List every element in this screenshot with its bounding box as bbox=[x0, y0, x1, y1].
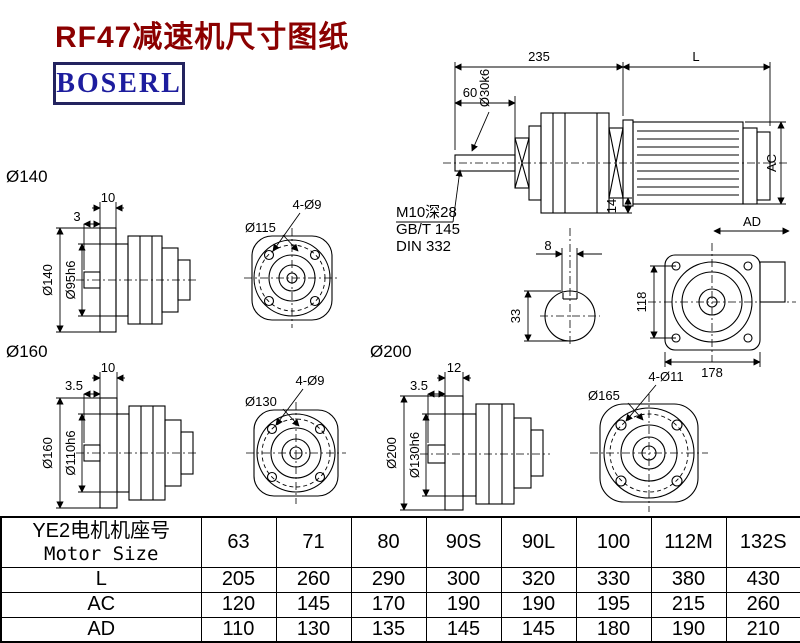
dim-160-spigot-depth: 3.5 bbox=[65, 378, 83, 393]
table-row-AD: AD 110 130 135 145 145 180 190 210 bbox=[0, 616, 800, 643]
table-cell: 170 bbox=[350, 591, 427, 618]
table-cell: 430 bbox=[725, 566, 800, 593]
note-standard-gbt: GB/T 145 bbox=[396, 221, 460, 238]
dimension-table: YE2电机机座号 Motor Size 63 71 80 90S 90L 100… bbox=[0, 516, 800, 643]
dim-160-spigot: Ø110h6 bbox=[63, 430, 78, 475]
dim-AD: AD bbox=[743, 214, 761, 229]
dim-AC: AC bbox=[764, 154, 779, 172]
dim-178: 178 bbox=[701, 365, 723, 380]
note-thread: M10深28 bbox=[396, 204, 457, 221]
flange-140-label: Ø140 bbox=[6, 167, 48, 186]
motor-size-header-cn: YE2电机机座号 bbox=[32, 519, 171, 542]
table-cell: 215 bbox=[650, 591, 727, 618]
table-cell: 180 bbox=[575, 616, 652, 643]
table-cell: 190 bbox=[500, 591, 577, 618]
dim-key-width: 8 bbox=[544, 238, 551, 253]
table-cell: 320 bbox=[500, 566, 577, 593]
flange-200-front-view: Ø165 4-Ø11 bbox=[588, 369, 708, 512]
table-cell: 135 bbox=[350, 616, 427, 643]
row-label: AD bbox=[0, 616, 202, 643]
table-cell: 90S bbox=[425, 516, 502, 568]
table-cell: 112M bbox=[650, 516, 727, 568]
dim-140-thickness: 10 bbox=[101, 190, 115, 205]
logo-box: BOSERL bbox=[53, 62, 185, 105]
table-cell: 290 bbox=[350, 566, 427, 593]
dim-200-thickness: 12 bbox=[447, 360, 461, 375]
dim-14: 14 bbox=[604, 199, 619, 213]
table-cell: 80 bbox=[350, 516, 427, 568]
row-label: AC bbox=[0, 591, 202, 618]
table-cell: 145 bbox=[275, 591, 352, 618]
table-cell: 210 bbox=[725, 616, 800, 643]
dim-200-spigot: Ø130h6 bbox=[407, 432, 422, 478]
flange-140-side-view: Ø140 10 3 Ø140 Ø95h6 bbox=[6, 167, 198, 333]
table-cell: 71 bbox=[275, 516, 352, 568]
dim-160-holes: 4-Ø9 bbox=[296, 373, 325, 388]
table-row-motor-size: YE2电机机座号 Motor Size 63 71 80 90S 90L 100… bbox=[0, 516, 800, 568]
dim-L: L bbox=[692, 49, 699, 64]
table-cell: 110 bbox=[200, 616, 277, 643]
table-cell: 260 bbox=[725, 591, 800, 618]
dim-shaft-dia: Ø30k6 bbox=[477, 69, 492, 107]
table-cell: 132S bbox=[725, 516, 800, 568]
dim-key-height: 33 bbox=[508, 309, 523, 323]
motor-rear-view: AD 118 178 bbox=[634, 214, 796, 380]
table-cell: 90L bbox=[500, 516, 577, 568]
note-standard-din: DIN 332 bbox=[396, 238, 451, 255]
dim-160-bolt-circle: Ø130 bbox=[245, 394, 277, 409]
table-cell: 195 bbox=[575, 591, 652, 618]
table-row-AC: AC 120 145 170 190 190 195 215 260 bbox=[0, 591, 800, 618]
dim-200-outer: Ø200 bbox=[384, 437, 399, 469]
row-label: L bbox=[0, 566, 202, 593]
shaft-key-section: 8 33 bbox=[508, 228, 602, 346]
table-cell: 190 bbox=[425, 591, 502, 618]
flange-200-side-view: Ø200 12 3.5 Ø200 Ø130h6 bbox=[370, 342, 550, 511]
motor-size-header: YE2电机机座号 Motor Size bbox=[0, 516, 202, 568]
brand-logo: BOSERL bbox=[56, 67, 182, 99]
dim-140-outer: Ø140 bbox=[40, 264, 55, 296]
dim-140-spigot: Ø95h6 bbox=[63, 260, 78, 299]
page-title: RF47减速机尺寸图纸 bbox=[55, 21, 350, 54]
table-cell: 190 bbox=[650, 616, 727, 643]
flange-160-front-view: Ø130 4-Ø9 bbox=[245, 373, 346, 504]
main-assembly-view: 235 L 60 Ø30k6 bbox=[396, 49, 788, 255]
dim-160-outer: Ø160 bbox=[40, 437, 55, 469]
dim-140-holes: 4-Ø9 bbox=[293, 197, 322, 212]
dim-200-holes: 4-Ø11 bbox=[648, 369, 683, 384]
table-cell: 380 bbox=[650, 566, 727, 593]
table-cell: 205 bbox=[200, 566, 277, 593]
flange-200-label: Ø200 bbox=[370, 342, 412, 361]
dim-200-bolt-circle: Ø165 bbox=[588, 388, 620, 403]
table-row-L: L 205 260 290 300 320 330 380 430 bbox=[0, 566, 800, 593]
dim-140-spigot-depth: 3 bbox=[73, 209, 80, 224]
table-cell: 300 bbox=[425, 566, 502, 593]
table-cell: 130 bbox=[275, 616, 352, 643]
motor-size-header-en: Motor Size bbox=[44, 542, 159, 565]
dim-140-bolt-circle: Ø115 bbox=[245, 220, 276, 235]
flange-140-front-view: Ø115 4-Ø9 bbox=[244, 197, 340, 328]
table-cell: 100 bbox=[575, 516, 652, 568]
dim-160-thickness: 10 bbox=[101, 360, 115, 375]
flange-160-label: Ø160 bbox=[6, 342, 48, 361]
table-cell: 63 bbox=[200, 516, 277, 568]
table-cell: 120 bbox=[200, 591, 277, 618]
dim-118: 118 bbox=[634, 292, 649, 313]
dim-60: 60 bbox=[463, 85, 477, 100]
dim-235: 235 bbox=[528, 49, 550, 64]
table-cell: 145 bbox=[425, 616, 502, 643]
dim-200-spigot-depth: 3.5 bbox=[410, 378, 428, 393]
table-cell: 145 bbox=[500, 616, 577, 643]
table-cell: 260 bbox=[275, 566, 352, 593]
table-cell: 330 bbox=[575, 566, 652, 593]
flange-160-side-view: Ø160 10 3.5 Ø160 Ø110h6 bbox=[6, 342, 198, 509]
